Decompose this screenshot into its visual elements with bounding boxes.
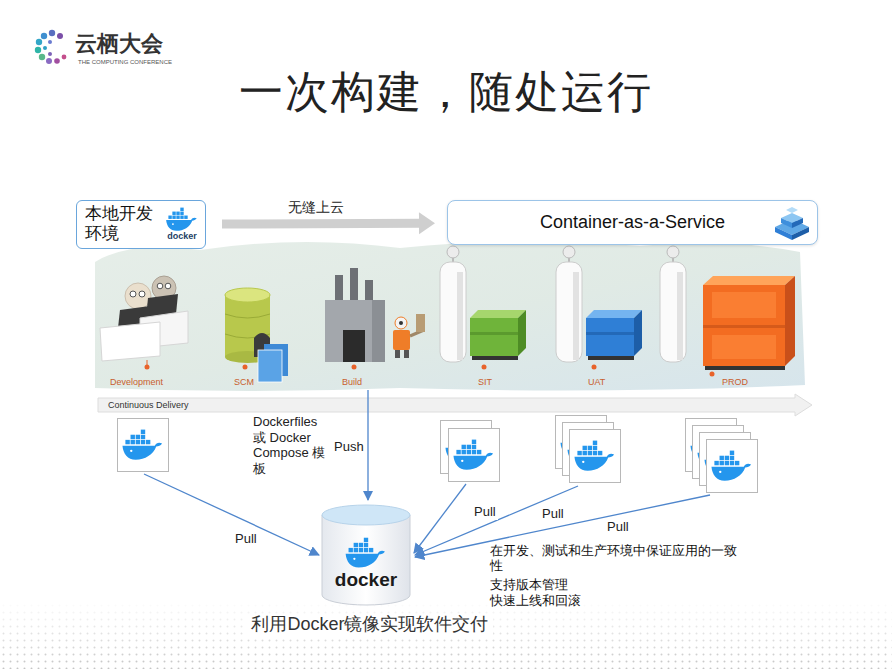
arrow-shaft [222,219,421,229]
cube-stack-icon [771,205,813,241]
node-text: docker [335,570,397,591]
pipeline-name: Continuous Delivery [108,400,189,411]
node-text: 本地开发 环境 [85,204,161,245]
cylinder-outline [320,503,412,607]
arrow-head [419,212,435,234]
slide-caption: 利用Docker镜像实现软件交付 [247,614,492,636]
stage-name: Build [342,377,362,388]
stage-name: PROD [722,377,748,388]
node-text: docker [167,232,197,242]
node-text: Container-as-a-Service [540,212,725,233]
edge-label: 无缝上云 [288,199,344,216]
pull-label: Pull [605,519,631,535]
pull-label: Pull [233,531,259,547]
flow-arrow [222,212,435,234]
template-note: Dockerfiles 或 Docker Compose 模板 [253,414,327,476]
slide-title: 一次构建，随处运行 [239,66,653,119]
logo-name: 云栖大会 [75,31,163,57]
registry-cylinder: docker [320,503,412,607]
push-label: Push [332,439,366,455]
stage-name: Development [110,377,163,388]
stage-name: UAT [588,377,605,388]
cylinder-shape [320,503,412,607]
pull-label: Pull [540,506,566,522]
stage-name: SIT [478,377,492,388]
pull-label: Pull [472,504,498,520]
cube-icon [771,205,813,241]
benefit-note: 快速上线和回滚 [488,594,583,609]
benefit-note: 在开发、测试和生产环境中保证应用的一致性 [488,544,747,574]
whale-icon [165,207,199,232]
caas-box: Container-as-a-Service [447,200,818,245]
benefit-note: 支持版本管理 [488,578,570,593]
logo-subtitle: THE COMPUTING CONFERENCE [78,59,172,66]
local-dev-box: 本地开发 环境 docker [76,200,206,249]
docker-logo: docker [165,207,199,242]
stage-name: SCM [234,377,254,388]
